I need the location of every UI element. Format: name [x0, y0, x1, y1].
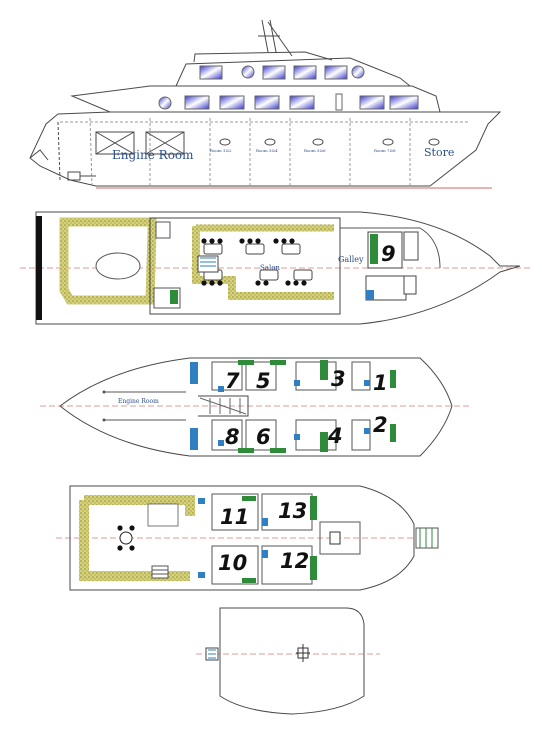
svg-text:Room 1&2: Room 1&2 [210, 148, 232, 153]
upper-deck [56, 485, 439, 591]
sun-deck [196, 607, 380, 715]
store-label: Store [424, 146, 454, 159]
cabin-7: 7 [225, 369, 240, 393]
side-profile [29, 19, 502, 189]
main-deck [20, 211, 530, 325]
cabin-9: 9 [381, 242, 396, 266]
galley-label: Galley [338, 255, 364, 264]
cabin-6: 6 [256, 425, 271, 449]
cabin-10: 10 [218, 551, 247, 575]
svg-text:Room 3&4: Room 3&4 [256, 148, 278, 153]
lower-deck [40, 357, 470, 457]
svg-text:Room 7&8: Room 7&8 [374, 148, 396, 153]
cabin-1: 1 [373, 371, 388, 395]
upper-windows [199, 65, 365, 80]
cabin-12: 12 [280, 549, 309, 573]
cabin-4: 4 [327, 424, 343, 448]
salon-label: Salon [260, 264, 280, 272]
profile-cabin-tags: Room 1&2 Room 3&4 Room 5&6 Room 7&8 [210, 148, 396, 153]
engine-room-lower-label: Engine Room [118, 398, 159, 405]
cabin-8: 8 [225, 425, 240, 449]
svg-text:Room 5&6: Room 5&6 [304, 148, 326, 153]
main-windows [158, 93, 419, 111]
cabin-3: 3 [331, 367, 346, 391]
cabin-13: 13 [278, 499, 307, 523]
engine-room-label: Engine Room [112, 148, 194, 162]
cabin-11: 11 [220, 505, 249, 529]
cabin-2: 2 [373, 413, 388, 437]
cabin-5: 5 [256, 369, 271, 393]
